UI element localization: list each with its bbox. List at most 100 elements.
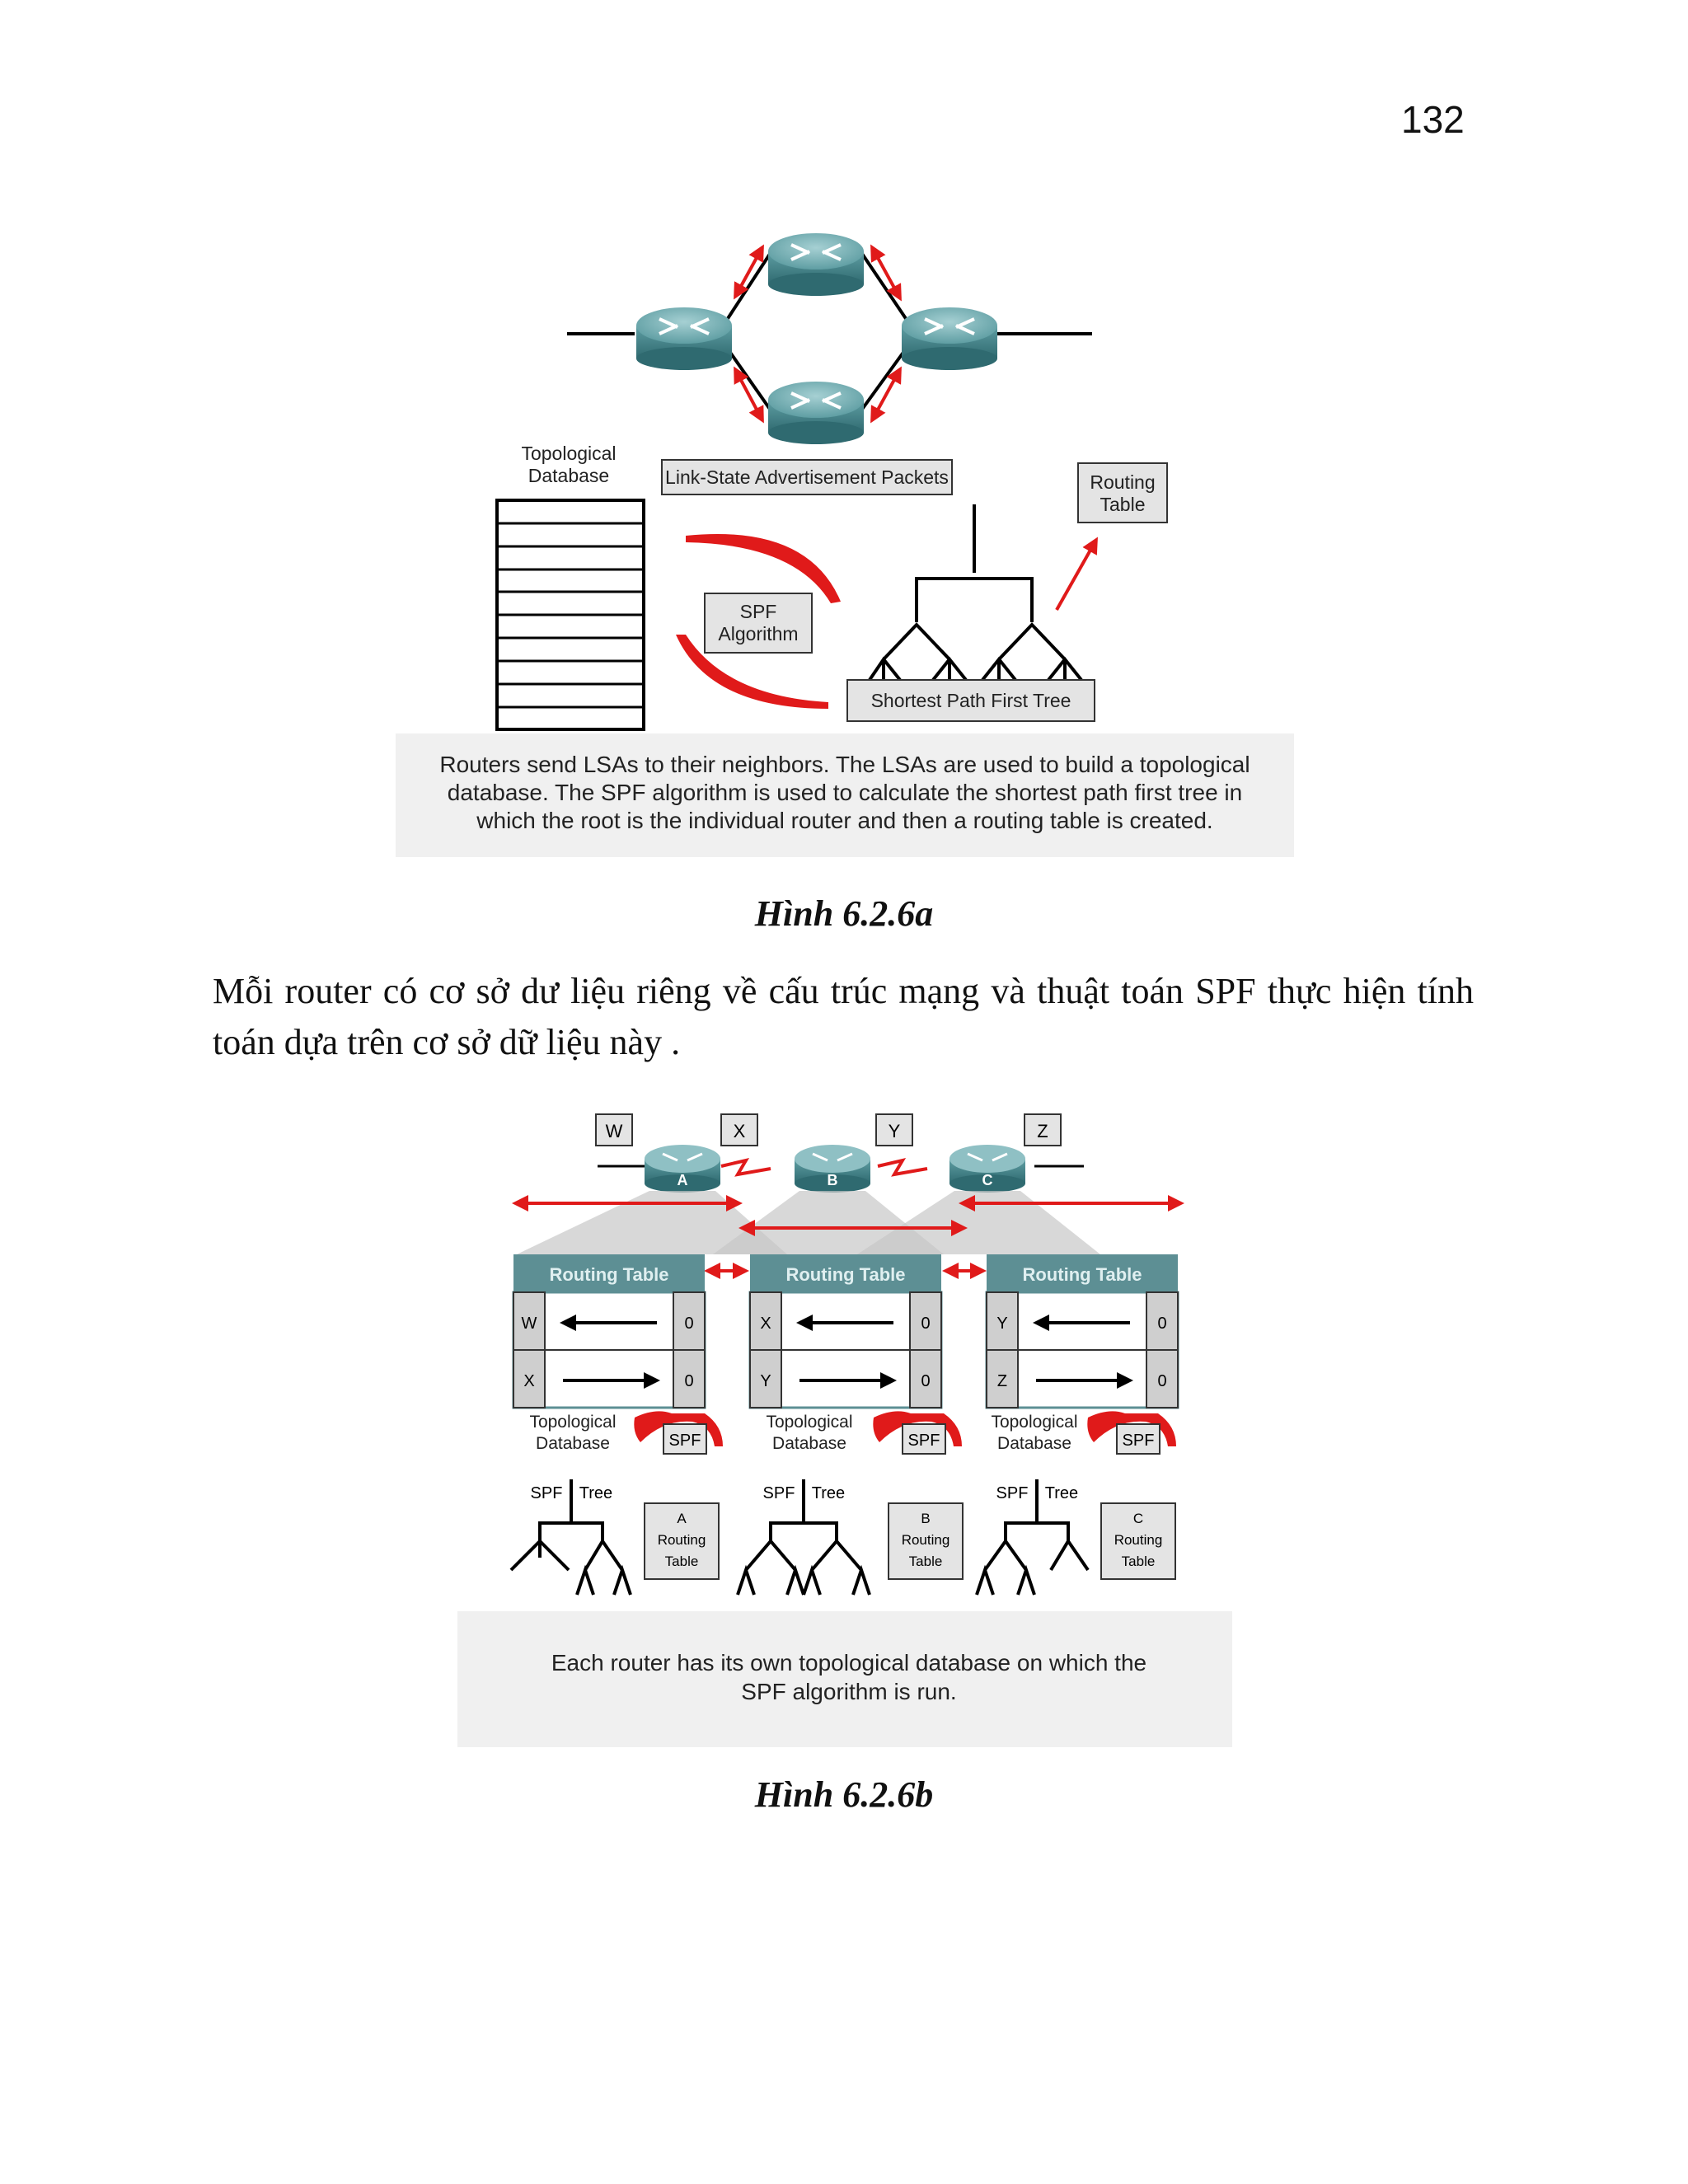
network-label-z: Z [1037,1121,1048,1141]
figure-a-description-line2: database. The SPF algorithm is used to c… [448,780,1242,805]
table-cell-dest: X [760,1315,771,1333]
topo-db-label: Topological [766,1413,852,1432]
figure-a-description-line3: which the root is the individual router … [476,808,1212,833]
spf-tree-label: SPF [996,1484,1029,1502]
network-label-y: Y [889,1121,901,1141]
router-routing-table-label: C [1133,1511,1143,1526]
topological-database-stack [495,499,645,731]
router-a-database: Topological Database SPF [529,1411,723,1455]
router-routing-table-label: Routing [658,1532,706,1548]
table-cell-cost: 0 [921,1372,930,1390]
router-routing-table-label: B [921,1511,930,1526]
topo-db-label: Topological [991,1413,1077,1432]
topo-db-label: Database [536,1434,610,1453]
figure-per-router-databases: W X Y Z A B C Routing Table [457,1096,1232,1747]
figure-link-state-overview: Topological Database Link-State Advertis… [379,198,1311,865]
lsa-arrow [734,366,764,424]
spf-algorithm-box [704,593,813,654]
lsa-box [661,459,953,495]
spf-tree-diagram [868,504,1083,682]
spf-tree-a: SPF Tree A Routing Table [509,1479,720,1596]
spf-tree-label: Shortest Path First Tree [871,690,1071,711]
spf-algorithm-label-line2: Algorithm [718,623,798,644]
figure-b-svg: W X Y Z A B C Routing Table [457,1113,1232,1747]
spf-tree-box [846,679,1095,722]
router-routing-table-label: Table [665,1554,699,1569]
router-routing-table-label: Routing [1114,1532,1163,1548]
router-icon [795,1145,870,1193]
routing-table-b: Routing Table X 0 Y 0 [748,1254,943,1409]
page-number: 132 [1401,98,1465,141]
spf-tree-b: SPF Tree B Routing Table [736,1479,964,1596]
router-routing-table-label: Table [909,1554,943,1569]
serial-link-icon [877,1157,928,1177]
topo-db-label: Database [772,1434,846,1453]
router-icon [950,1145,1025,1193]
routing-table-label-line1: Routing [1090,471,1155,493]
to-routing-table-arrow [1055,537,1098,611]
network-label-w: W [606,1121,623,1141]
figure-a-description-line1: Routers send LSAs to their neighbors. Th… [439,752,1250,777]
router-label-c: C [982,1172,993,1188]
routing-table-title: Routing Table [549,1264,668,1285]
spf-tree-label: Tree [812,1484,845,1502]
spf-algorithm-label-line1: SPF [740,601,777,622]
routing-table-c: Routing Table Y 0 Z 0 [985,1254,1179,1409]
figure-a-description-panel [396,733,1294,857]
table-cell-dest: Z [997,1372,1007,1390]
table-cell-dest: Y [760,1372,771,1390]
router-icon [768,382,864,444]
table-cell-cost: 0 [921,1315,930,1333]
router-b-database: Topological Database SPF [766,1411,962,1455]
table-cell-dest: Y [996,1315,1007,1333]
body-paragraph: Mỗi router có cơ sở dư liệu riêng về cấu… [213,971,1474,1062]
routing-table-title: Routing Table [785,1264,905,1285]
figure-b-description-line2: SPF algorithm is run. [741,1679,956,1704]
figure-b-caption: Hình 6.2.6b [754,1774,934,1815]
router-c-database: Topological Database SPF [991,1411,1176,1455]
table-cell-dest: W [522,1315,537,1333]
lsa-arrow [870,366,902,424]
table-cell-dest: X [523,1372,534,1390]
topo-db-label-line2: Database [528,465,609,486]
spf-tree-label: SPF [763,1484,795,1502]
table-cell-cost: 0 [684,1315,693,1333]
routing-table-box [1077,462,1168,523]
spf-arc-top [686,533,841,603]
figure-b-description-line1: Each router has its own topological data… [551,1650,1146,1675]
router-icon [768,233,864,296]
spf-arc-bottom [676,635,828,709]
router-routing-table-label: A [677,1511,687,1526]
topo-db-label-line1: Topological [521,443,616,464]
lsa-arrow [870,244,902,302]
router-icon [902,307,997,370]
figure-a-caption: Hình 6.2.6a [754,893,934,934]
router-routing-table-label: Routing [902,1532,950,1548]
topo-db-label: Database [997,1434,1071,1453]
figure-b-description-panel [457,1611,1232,1747]
router-label-a: A [678,1172,688,1188]
spf-tree-c: SPF Tree C Routing Table [975,1479,1176,1596]
lsa-arrow [734,244,764,300]
table-cell-cost: 0 [1157,1315,1166,1333]
spf-tree-label: Tree [579,1484,612,1502]
routing-table-label-line2: Table [1100,494,1146,515]
table-cell-cost: 0 [1157,1372,1166,1390]
spf-label: SPF [1123,1432,1155,1450]
spf-label: SPF [669,1432,701,1450]
figure-a-svg: Topological Database Link-State Advertis… [396,233,1294,857]
router-icon [645,1145,720,1193]
topo-db-label: Topological [529,1413,616,1432]
router-icon [636,307,732,370]
spf-tree-label: Tree [1045,1484,1078,1502]
lsa-label: Link-State Advertisement Packets [665,466,949,488]
table-cell-cost: 0 [684,1372,693,1390]
router-label-b: B [828,1172,838,1188]
spf-label: SPF [908,1432,940,1450]
serial-link-icon [720,1157,771,1177]
network-label-x: X [734,1121,746,1141]
routing-table-title: Routing Table [1022,1264,1142,1285]
spf-tree-label: SPF [531,1484,563,1502]
routing-table-a: Routing Table W 0 X 0 [512,1254,706,1409]
router-routing-table-label: Table [1122,1554,1156,1569]
